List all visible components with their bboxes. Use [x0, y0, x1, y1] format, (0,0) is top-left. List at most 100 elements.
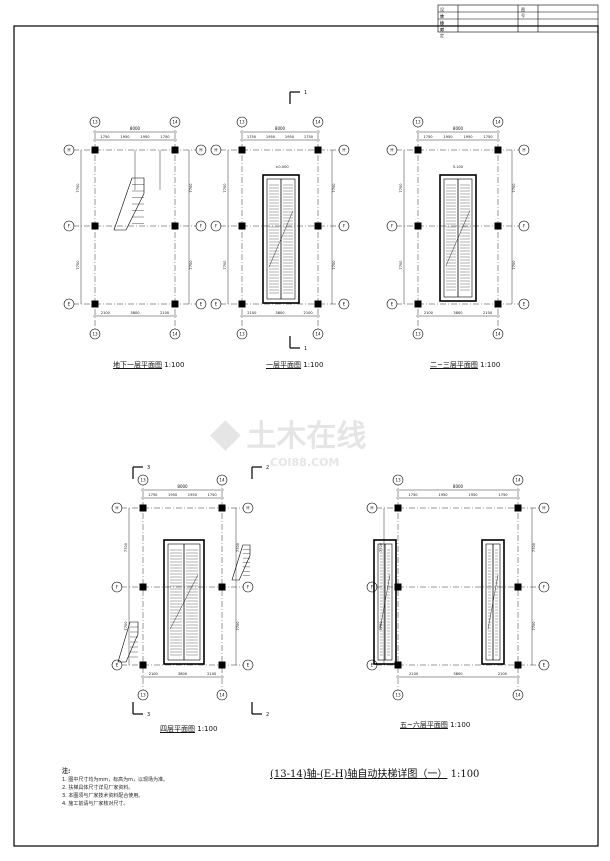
plan-3-dim-top-total-label: 8000 — [453, 126, 464, 131]
plan-1-bubble-row-E-right-label: E — [200, 302, 203, 307]
plan-2-dim-right-b: 7700 — [332, 260, 336, 270]
plan-1-bubble-col-14-bot — [169, 328, 181, 340]
plan-5-bubble-row-F-left-label: F — [371, 585, 374, 590]
plan-5-bubble-col-13-top-label: 13 — [395, 478, 401, 483]
plan-5-column — [394, 504, 402, 512]
plan-4-bubble-col-14-top-label: 14 — [219, 478, 225, 483]
plan-1-column — [91, 146, 99, 154]
plan-5-column — [514, 583, 522, 591]
plan-4-column — [218, 661, 226, 669]
plan-2-bubble-col-13-top-label: 13 — [239, 120, 245, 125]
plan-5-bubble-row-E-right-label: E — [543, 663, 546, 668]
plan-2-dim-top-seg-label: 1750 — [304, 135, 314, 139]
plan-1-dim-top-total-label: 8000 — [130, 126, 141, 131]
plan-1-bubble-row-F-left-label: F — [68, 224, 71, 229]
plan-2-escalator-leader — [268, 210, 294, 268]
plan-4-bubble-row-E-right — [242, 659, 254, 671]
plan-1-dim-top-seg-label: 1950 — [120, 135, 130, 139]
plan-1-bubble-col-14-bot-label: 14 — [172, 332, 178, 337]
plan-5-escalator-left-leader — [379, 574, 391, 630]
plan-1-bubble-col-14-top-label: 14 — [172, 120, 178, 125]
plan-3-dim-top-seg-label: 1750 — [483, 135, 493, 139]
plan-1-dim-top-seg-label: 1750 — [160, 135, 170, 139]
plan-3-bubble-col-14-top — [492, 116, 504, 128]
plan-2-column — [314, 300, 322, 308]
plan-2-bubble-col-14-bot — [312, 328, 324, 340]
plan-4-bubble-row-H-left — [111, 502, 123, 514]
plan-4-dim-top-seg-label: 1950 — [168, 493, 178, 497]
plan-1-column — [171, 222, 179, 230]
plan-4-dim-top-total-label: 8000 — [177, 484, 188, 489]
plan-5-bubble-row-F-right-label: F — [543, 585, 546, 590]
notes-line-4: 4. 施工前请与厂家核对尺寸。 — [62, 801, 129, 807]
plan-1-bubble-row-H-left-label: H — [67, 148, 70, 153]
plan-4-dim-bottom-label: 3800 — [178, 672, 188, 676]
plan-4-dim-top-seg-label: 1750 — [208, 493, 218, 497]
plan-4-escalator-leader — [169, 574, 199, 630]
plan-4-column — [218, 504, 226, 512]
plan-1-dim-bottom-label: 2100 — [160, 311, 170, 315]
plan-4-bubble-col-14-bot — [216, 689, 228, 701]
plan-3-bubble-row-F-right — [518, 220, 530, 232]
plan-1-dim-left-a: 7700 — [76, 183, 80, 193]
notes-heading: 注: — [62, 768, 71, 775]
plan-1-bubble-col-13-top-label: 13 — [92, 120, 98, 125]
notes-line-1: 1. 图中尺寸均为mm，标高为m，以现场为准。 — [62, 777, 168, 783]
plan-1-dim-right-b: 7700 — [189, 260, 193, 270]
plan-5-bubble-row-H-left-label: H — [370, 506, 373, 511]
plan-3-bubble-row-E-right-label: E — [523, 302, 526, 307]
plan-4-bubble-col-14-top — [216, 474, 228, 486]
plan-1-dim-bottom-label: 3800 — [130, 311, 140, 315]
plan-3-dim-left-a: 7700 — [399, 183, 403, 193]
plan-1-dim-left-b: 7700 — [76, 260, 80, 270]
plan-2-dim-top-total-label: 8000 — [275, 126, 286, 131]
plan-3-escalator-frame — [439, 174, 477, 302]
plan-3-bubble-row-F-right-label: F — [523, 224, 526, 229]
plan-1-column — [171, 300, 179, 308]
plan-2-dim-left-b: 7700 — [223, 260, 227, 270]
plan-4-dim-top-seg-label: 1950 — [188, 493, 198, 497]
plan-4-bubble-col-14-bot-label: 14 — [219, 693, 225, 698]
plan-3-elev-tag: 5.100 — [453, 165, 464, 169]
plan-4-dim-bottom-label: 2100 — [149, 672, 159, 676]
plan-caption-4-text: 四层平面图 — [160, 725, 195, 733]
plan-3-bubble-col-14-bot — [492, 328, 504, 340]
plan-4-dim-left-b: 7700 — [124, 621, 128, 631]
plan-3-dim-right-b: 7700 — [512, 260, 516, 270]
plan-1-bubble-col-14-top — [169, 116, 181, 128]
plan-2-bubble-col-14-bot-label: 14 — [315, 332, 321, 337]
plan-5-bubble-col-14-top — [512, 474, 524, 486]
section-mark-2-top-label: 2 — [266, 465, 269, 471]
plan-2-escalator-frame — [262, 174, 300, 304]
plan-5-bubble-row-E-left-label: E — [371, 663, 374, 668]
plan-5-bubble-row-E-right — [538, 659, 550, 671]
plan-4-bubble-row-E-left — [111, 659, 123, 671]
plan-3-bubble-col-13-top — [412, 116, 424, 128]
plan-caption-1-text: 地下一层平面图 — [113, 361, 162, 369]
plan-2-bubble-row-H-left-label: H — [214, 148, 217, 153]
plan-2-dim-right-a: 7700 — [332, 183, 336, 193]
plan-3-bubble-row-H-left-label: H — [390, 148, 393, 153]
main-title: (13-14)轴-(E-H)轴自动扶梯详图（一） 1:100 — [270, 765, 479, 780]
plan-4-dim-left-a: 7700 — [124, 542, 128, 552]
plan-5-column — [394, 583, 402, 591]
plan-5-column — [514, 504, 522, 512]
plan-3-bubble-row-F-left-label: F — [391, 224, 394, 229]
plan-5-escalator-left — [373, 539, 397, 665]
main-title-scale: 1:100 — [450, 769, 480, 780]
plan-2-bubble-row-F-left-label: F — [215, 224, 218, 229]
plan-3-bubble-row-H-right-label: H — [522, 148, 525, 153]
plan-5-dim-bottom-label: 2100 — [409, 672, 419, 676]
plan-2-bubble-row-E-right — [338, 298, 350, 310]
plan-4-bubble-col-13-bot — [137, 689, 149, 701]
plan-1-bubble-row-E-left — [63, 298, 75, 310]
plan-3-dim-left-b: 7700 — [399, 260, 403, 270]
plan-3-column — [494, 146, 502, 154]
plan-3-bubble-row-H-right — [518, 144, 530, 156]
title-block — [437, 4, 599, 33]
plan-5-dim-left-b: 7700 — [379, 621, 383, 631]
plan-2-column — [314, 222, 322, 230]
section-mark-1-bot-label: 1 — [304, 346, 307, 352]
plan-1-bubble-row-F-left — [63, 220, 75, 232]
plan-3-column — [414, 300, 422, 308]
